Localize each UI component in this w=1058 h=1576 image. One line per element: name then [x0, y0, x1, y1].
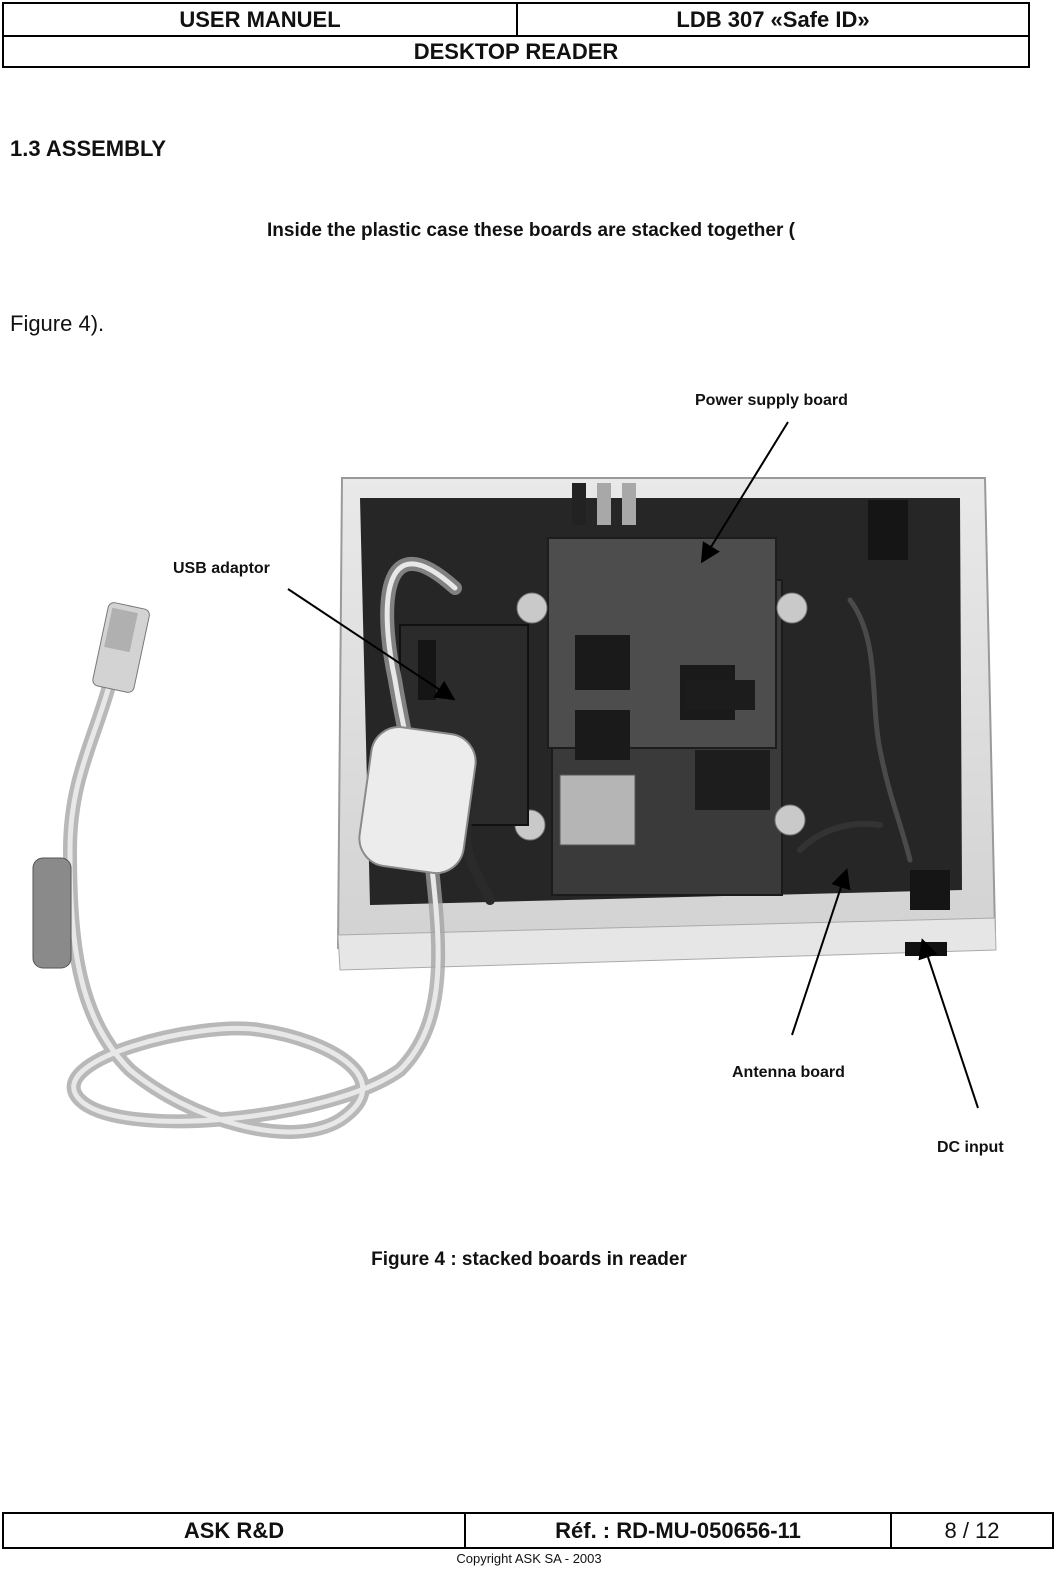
power-supply-board-photo — [514, 483, 808, 841]
footer-reference: Réf. : RD-MU-050656-11 — [466, 1514, 892, 1547]
reader-photo-illustration — [32, 421, 997, 1139]
header-product: LDB 307 «Safe ID» — [676, 7, 870, 32]
section-title: 1.3 ASSEMBLY — [10, 136, 167, 161]
header-doc-type: USER MANUEL — [4, 4, 518, 35]
footer-company: ASK R&D — [4, 1514, 466, 1547]
usb-plug-photo — [92, 602, 150, 693]
header-top-row: USER MANUEL LDB 307 «Safe ID» — [4, 4, 1028, 37]
intro-text-continued: Figure 4). — [10, 311, 105, 336]
dc-input-jack-photo — [868, 500, 950, 910]
callout-usb-adaptor: USB adaptor — [173, 560, 270, 577]
header-subtitle: DESKTOP READER — [413, 39, 619, 64]
callout-dc-input: DC input — [937, 1139, 1004, 1156]
callout-power-supply-board: Power supply board — [695, 392, 848, 409]
page-header: USER MANUEL LDB 307 «Safe ID» DESKTOP RE… — [2, 2, 1030, 68]
figure-photo: Power supply board USB adaptor Antenna b… — [0, 380, 1058, 1170]
callout-arrows — [287, 421, 979, 1109]
page-footer: ASK R&D Réf. : RD-MU-050656-11 8 / 12 — [2, 1512, 1054, 1549]
footer-page-number: 8 / 12 — [944, 1518, 1000, 1543]
callout-antenna-board: Antenna board — [732, 1064, 845, 1081]
copyright-notice: Copyright ASK SA - 2003 — [456, 1551, 602, 1566]
intro-text: Inside the plastic case these boards are… — [267, 220, 795, 241]
ferrite-clamp-photo — [32, 726, 477, 969]
figure-caption: Figure 4 : stacked boards in reader — [371, 1249, 687, 1270]
